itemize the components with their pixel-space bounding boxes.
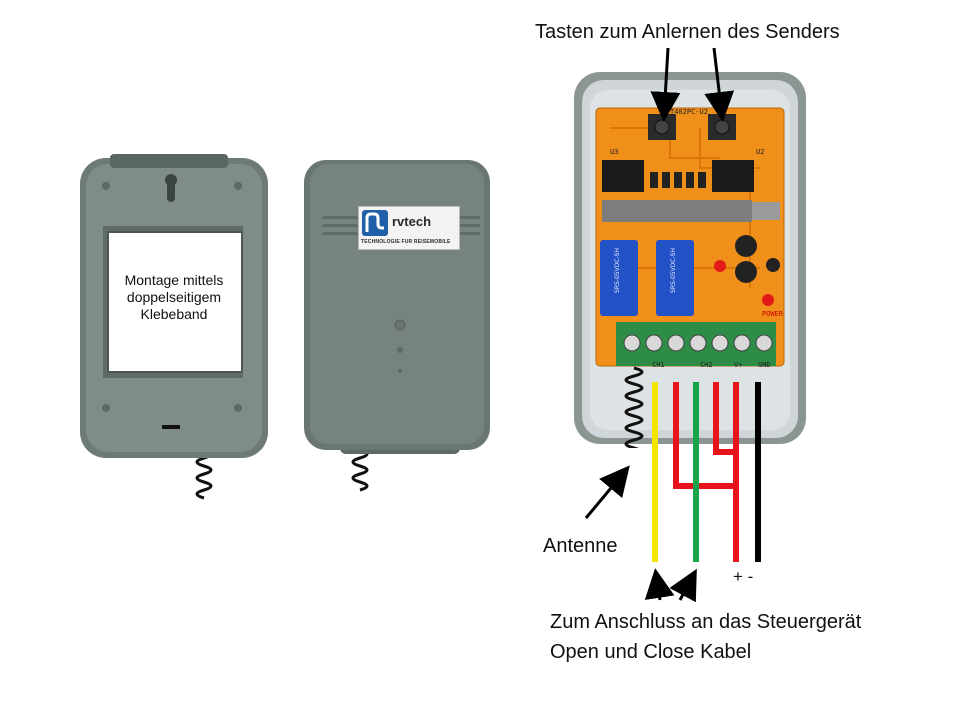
wire-red-2 (713, 382, 736, 455)
terminal-label-ch2: CH2 (700, 361, 713, 369)
brand-logo-text: rvtech (392, 214, 432, 229)
pcb-ic-u3-label: U3 (610, 148, 619, 156)
arrow-antenna (584, 465, 630, 519)
pcb-board-id: T402PC-U2 (670, 108, 708, 116)
terminal-label-ch1: CH1 (652, 361, 665, 369)
antenna-label: Antenne (543, 535, 618, 557)
arrow-wire-yellow (644, 568, 675, 601)
connection-label-line2: Open und Close Kabel (550, 641, 752, 663)
brand-logo-tagline: TECHNOLOGIE FÜR REISEMOBILE (361, 239, 451, 245)
pcb-ic-u2-label: U2 (756, 148, 765, 156)
terminal-label-vplus: V+ (734, 361, 743, 369)
arrow-button-right (704, 47, 735, 122)
connection-label-line1: Zum Anschluss an das Steuergerät (550, 611, 862, 633)
power-label: POWER (762, 310, 784, 318)
wire-red-1 (673, 382, 736, 489)
receiver-open-view (570, 68, 810, 466)
arrow-wire-green (669, 568, 697, 603)
polarity-label: + - (733, 567, 754, 586)
mounting-label-line3: Klebeband (140, 305, 208, 322)
mounting-label-box (107, 231, 243, 373)
arrow-button-left (650, 47, 681, 122)
mounting-label-line1: Montage mittels (124, 272, 224, 288)
terminal-label-gnd: GND (758, 361, 771, 369)
buttons-label: Tasten zum Anlernen des Senders (535, 21, 840, 43)
brand-logo-icon (362, 210, 388, 236)
mounting-label: Montage mittels doppelseitigem Klebeband (109, 272, 239, 322)
antenna-spring-middle (351, 448, 369, 492)
mounting-label-line2: doppelseitigem (126, 288, 222, 305)
